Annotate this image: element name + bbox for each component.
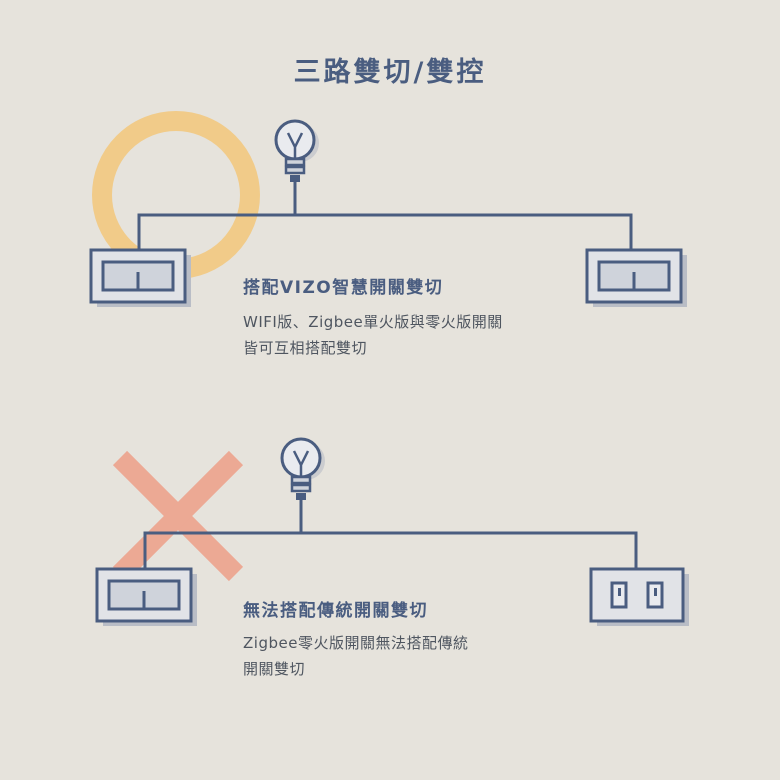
section-description-line: Zigbee零火版開關無法搭配傳統	[243, 634, 469, 652]
page-title: 三路雙切/雙控	[293, 57, 487, 88]
section-heading: 搭配VIZO智慧開關雙切	[243, 278, 444, 298]
smart-switch-icon	[585, 248, 687, 307]
lightbulb-icon	[280, 437, 325, 500]
cross-no-icon	[112, 450, 244, 582]
wire-top	[137, 213, 633, 251]
section-description-line: 開關雙切	[243, 660, 306, 678]
lightbulb-icon	[274, 119, 319, 182]
section-description-line: WIFI版、Zigbee單火版與零火版開關	[243, 313, 503, 331]
traditional-switch-icon	[589, 567, 689, 626]
section-description-line: 皆可互相搭配雙切	[243, 339, 368, 357]
circle-ok-icon	[92, 111, 260, 279]
smart-switch-icon	[95, 567, 197, 626]
wire-top	[143, 531, 638, 570]
section-heading: 無法搭配傳統開關雙切	[243, 601, 428, 621]
smart-switch-icon	[89, 248, 191, 307]
